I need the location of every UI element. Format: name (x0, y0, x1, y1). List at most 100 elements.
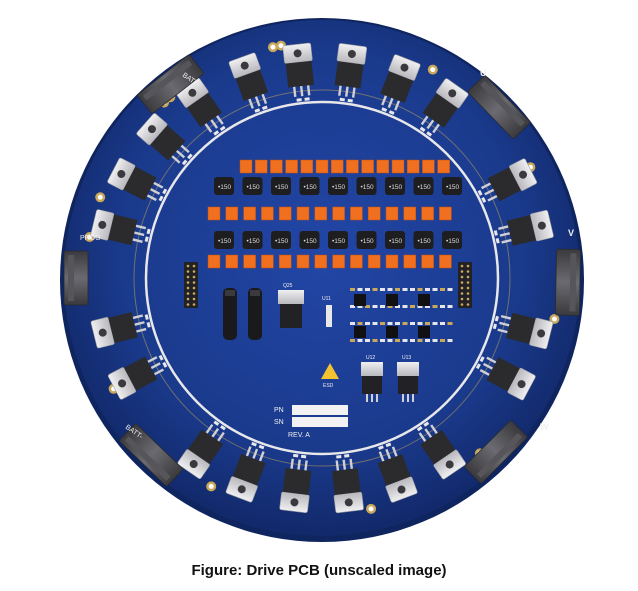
svg-text:Q25: Q25 (283, 283, 293, 289)
inductor: •150 (299, 231, 320, 249)
inductor: •150 (242, 231, 263, 249)
smd-resistor (376, 159, 390, 174)
smd-resistor (439, 254, 452, 269)
smd-resistor (346, 159, 359, 174)
smd-resistor (207, 254, 221, 269)
smd-resistor (422, 159, 435, 174)
smd-resistor (314, 254, 328, 269)
mosfet (380, 54, 421, 115)
svg-text:•150: •150 (361, 238, 375, 245)
smd-resistor (278, 254, 292, 269)
electrolytic-capacitor (223, 288, 237, 340)
conn-phase-u (467, 75, 531, 139)
svg-text:•150: •150 (247, 238, 261, 245)
ic-u11: U11 (322, 296, 332, 327)
inductor: •150 (385, 231, 405, 249)
svg-text:•150: •150 (304, 238, 318, 245)
inductor: •150 (356, 231, 377, 249)
inductor: •150 (271, 177, 291, 195)
svg-text:•150: •150 (218, 184, 232, 191)
svg-text:•150: •150 (418, 184, 432, 191)
smd-resistor (270, 159, 283, 174)
conn-batt-top (137, 54, 204, 114)
mosfet (334, 43, 368, 103)
gate-driver-cluster (350, 288, 453, 342)
rev-label: REV. A (288, 432, 310, 439)
regulator-u12: U12 (361, 355, 383, 402)
label-phase-v: V (568, 228, 574, 238)
smd-resistor (207, 206, 221, 221)
smd-resistor (439, 206, 452, 221)
svg-text:U12: U12 (366, 355, 375, 361)
mosfet (107, 354, 168, 400)
svg-text:•150: •150 (275, 184, 289, 191)
smd-resistor (332, 206, 345, 221)
electrolytic-capacitor (248, 288, 262, 340)
mosfet (475, 356, 536, 401)
inductor: •150 (271, 231, 291, 249)
inductor: •150 (328, 177, 348, 195)
mosfet (477, 158, 538, 203)
figure-caption: Figure: Drive PCB (unscaled image) (191, 562, 447, 579)
svg-text:U13: U13 (402, 355, 411, 361)
mosfet (90, 312, 151, 349)
smd-resistor (421, 254, 434, 269)
svg-text:•150: •150 (332, 184, 346, 191)
smd-resistor (300, 159, 314, 174)
svg-text:•150: •150 (247, 184, 261, 191)
smd-resistor (285, 159, 298, 174)
smd-resistor (314, 206, 328, 221)
svg-text:•150: •150 (389, 238, 403, 245)
inductor: •150 (356, 177, 377, 195)
smd-resistor (350, 254, 363, 269)
mosfet (492, 312, 554, 350)
smd-resistor (385, 254, 399, 269)
inductor: •150 (328, 231, 348, 249)
smd-resistor (315, 159, 329, 174)
inductor: •150 (214, 231, 234, 249)
mosfet (377, 442, 418, 503)
svg-text:•150: •150 (418, 238, 432, 245)
pcb-board (60, 18, 584, 542)
mosfet (228, 52, 269, 113)
conn-prog (63, 250, 89, 306)
mosfet (107, 157, 168, 202)
mosfet-ring (90, 42, 554, 514)
pin-header (458, 262, 472, 308)
smd-resistor (406, 159, 420, 174)
label-phase-u: U (480, 68, 487, 78)
mounting-hole (95, 192, 106, 203)
smd-resistor (261, 254, 274, 269)
regulator-u13: U13 (397, 355, 419, 402)
smd-resistor (437, 159, 450, 174)
smd-resistor (361, 159, 374, 174)
mosfet (177, 420, 226, 479)
regulator-q25: Q25 (278, 283, 304, 328)
pn-label: PN (274, 407, 284, 414)
smd-resistor (239, 159, 253, 174)
mosfet (282, 42, 315, 102)
svg-text:U11: U11 (322, 296, 331, 302)
inductor: •150 (442, 231, 462, 249)
svg-text:•150: •150 (361, 184, 375, 191)
mosfet (90, 209, 151, 246)
smd-resistor (350, 206, 363, 221)
pin-header (184, 262, 198, 308)
mounting-hole (427, 64, 438, 75)
mosfet (331, 454, 364, 514)
inner-silkscreen-ring (144, 100, 500, 456)
label-phase-w: W (540, 422, 549, 432)
smd-resistor (403, 206, 417, 221)
smd-resistor (261, 206, 274, 221)
serial-number-block: PN SN REV. A (274, 405, 348, 439)
mosfet (136, 113, 193, 166)
conn-batt-bottom (119, 423, 183, 487)
inductor: •150 (299, 177, 320, 195)
svg-text:•150: •150 (446, 238, 460, 245)
svg-text:•150: •150 (218, 238, 232, 245)
smd-resistor (225, 206, 239, 221)
svg-text:•150: •150 (275, 238, 289, 245)
smd-resistor (421, 206, 434, 221)
smd-resistor (225, 254, 239, 269)
inner-components: •150 •150 •150 •150 •150 •150 •150 •150 •150 •150… (184, 159, 472, 402)
